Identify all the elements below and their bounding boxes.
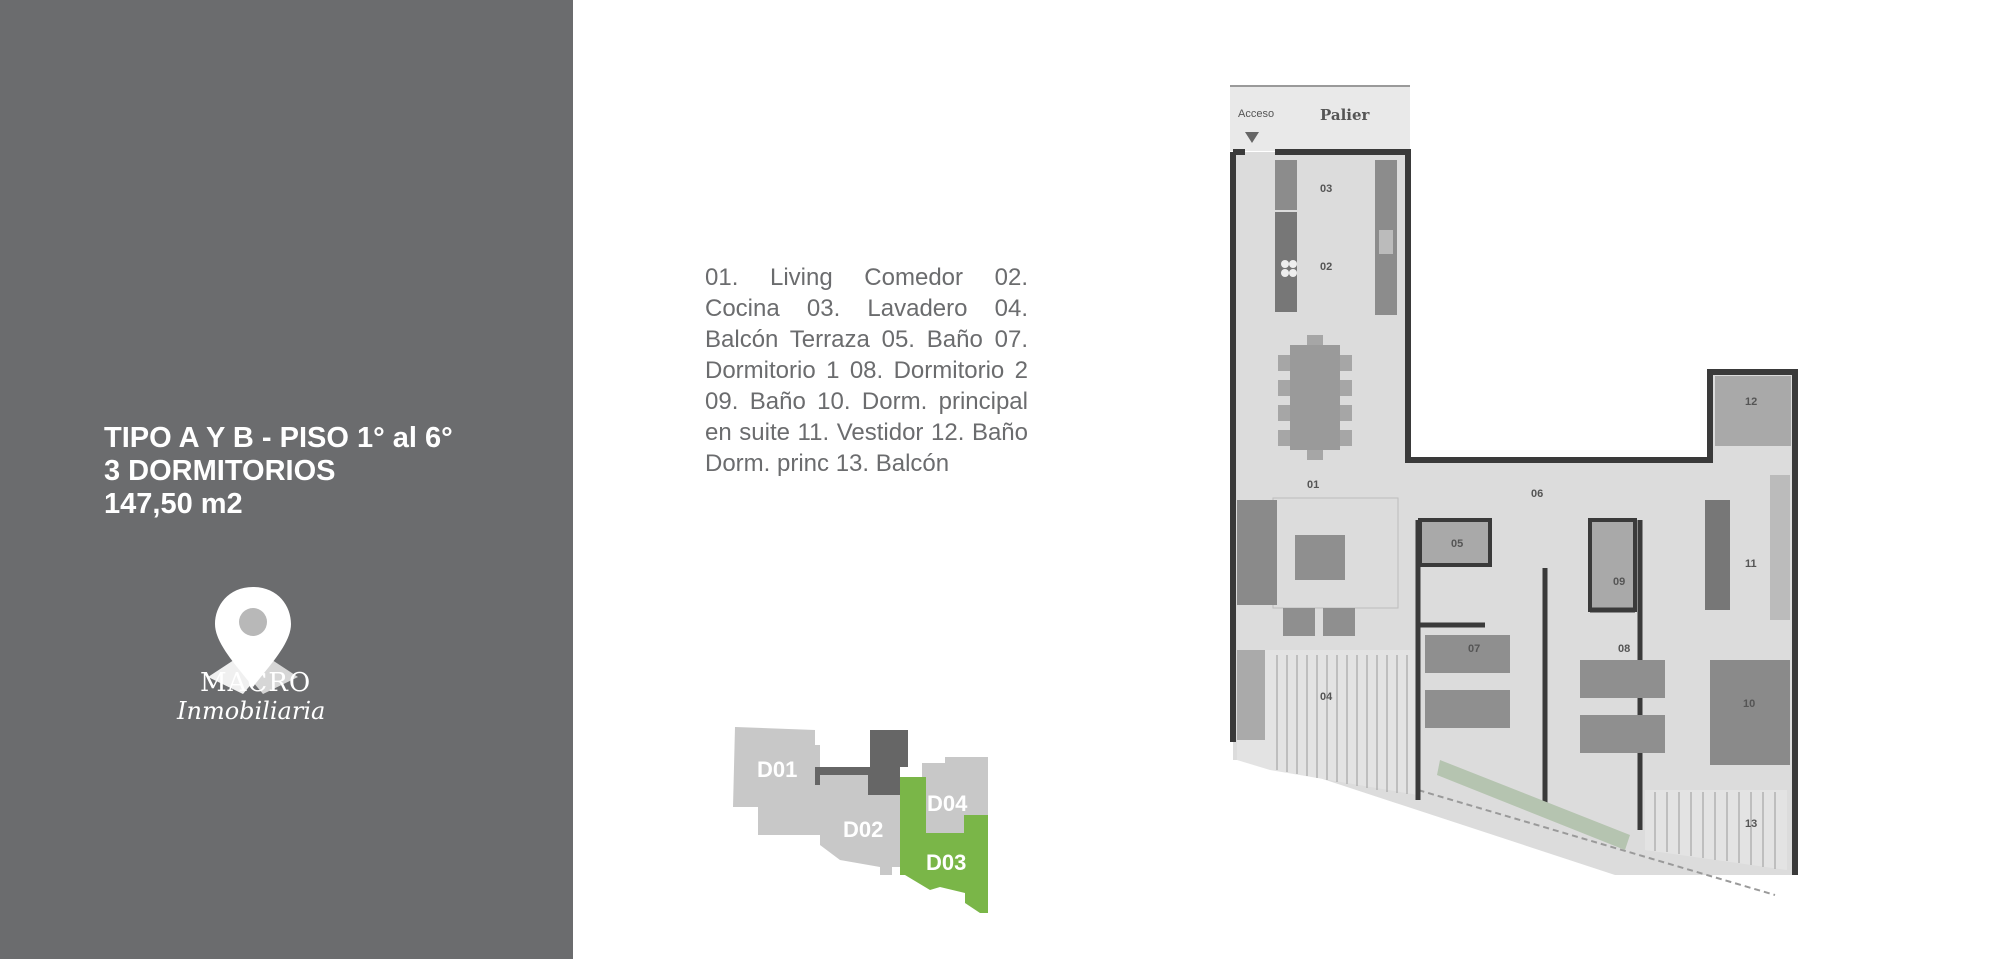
room-13-label: 13 <box>1745 818 1757 830</box>
room-legend: 01. Living Comedor 02. Cocina 03. Lavade… <box>705 264 1028 477</box>
unit-title: TIPO A Y B - PISO 1° al 6° 3 DORMITORIOS… <box>104 422 453 521</box>
bedrooms-label: 3 DORMITORIOS <box>104 455 336 487</box>
area-label: 147,50 m2 <box>104 488 243 520</box>
location-pin-logo-icon <box>208 587 298 694</box>
room-07-label: 07 <box>1468 643 1480 655</box>
sidebar-panel: TIPO A Y B - PISO 1° al 6° 3 DORMITORIOS… <box>0 0 573 959</box>
acceso-label: Acceso <box>1238 108 1274 120</box>
unit-d01-shape <box>733 727 820 835</box>
room-06-label: 06 <box>1531 488 1543 500</box>
logo-wordmark-inmobiliaria: Inmobiliaria <box>177 697 326 725</box>
unit-d04-shape <box>910 757 988 833</box>
floor-plan: Acceso Palier <box>1230 85 1798 896</box>
room-02-label: 02 <box>1320 261 1332 273</box>
unit-d02-shape <box>820 775 900 875</box>
room-03-label: 03 <box>1320 183 1332 195</box>
room-11-label: 11 <box>1745 558 1757 570</box>
unit-d03-label: D03 <box>926 850 966 875</box>
unit-d02-label: D02 <box>843 817 883 842</box>
room-01-label: 01 <box>1307 479 1319 491</box>
unit-d03-shape <box>900 777 988 913</box>
room-10-label: 10 <box>1743 698 1755 710</box>
room-05-label: 05 <box>1451 538 1463 550</box>
palier-label: Palier <box>1320 106 1371 124</box>
apartment-walls <box>1275 149 1798 875</box>
room-09-label: 09 <box>1613 576 1625 588</box>
room-04-label: 04 <box>1320 691 1333 703</box>
access-arrow-icon <box>1245 132 1259 143</box>
logo-wordmark-macro: MACRO <box>200 668 312 698</box>
unit-d01-label: D01 <box>757 757 797 782</box>
palier-area <box>1230 85 1410 151</box>
building-key-map: D01 D02 D04 D03 <box>733 727 988 913</box>
room-12-label: 12 <box>1745 396 1757 408</box>
unit-d04-label: D04 <box>927 791 968 816</box>
unit-type-label: TIPO A Y B - PISO 1° al 6° <box>104 422 453 454</box>
room-08-label: 08 <box>1618 643 1630 655</box>
